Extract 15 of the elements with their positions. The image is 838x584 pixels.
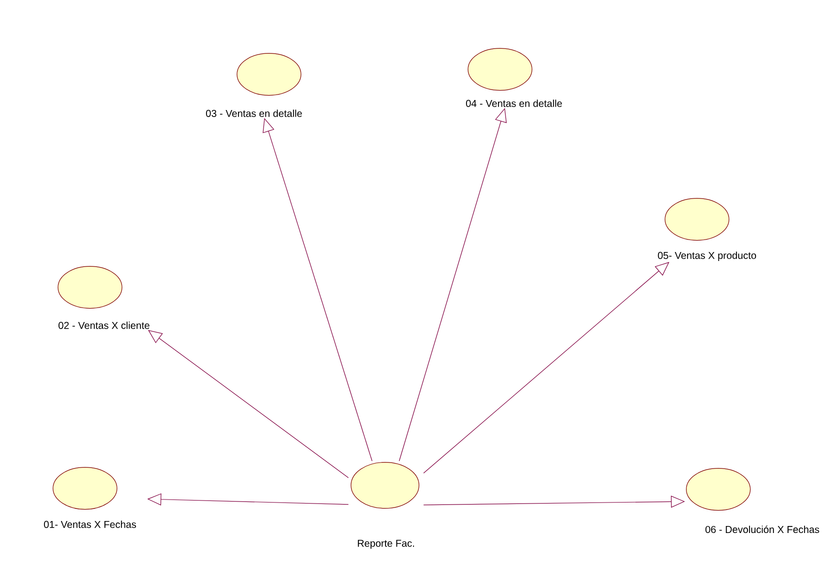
node-label: 04 - Ventas en detalle <box>466 100 562 107</box>
node-label: 03 - Ventas en detalle <box>206 110 302 117</box>
node-label: 01- Ventas X Fechas <box>44 520 136 528</box>
use-case: 06 - Devolución X Fechas <box>686 468 820 534</box>
use-case: 01- Ventas X Fechas <box>44 467 136 528</box>
arrow <box>423 496 685 508</box>
use-case: 04 - Ventas en detalle <box>466 48 562 107</box>
use-case: Reporte Fac. <box>350 462 420 549</box>
use-case: 05- Ventas X producto <box>658 198 756 261</box>
node-label: Reporte Fac. <box>358 540 414 549</box>
node-label: 05- Ventas X producto <box>658 252 756 261</box>
node-label: 06 - Devolución X Fechas <box>705 526 820 534</box>
use-case: 02 - Ventas X cliente <box>58 266 150 329</box>
node-label: 02 - Ventas X cliente <box>58 322 150 329</box>
use-case: 03 - Ventas en detalle <box>206 53 302 117</box>
